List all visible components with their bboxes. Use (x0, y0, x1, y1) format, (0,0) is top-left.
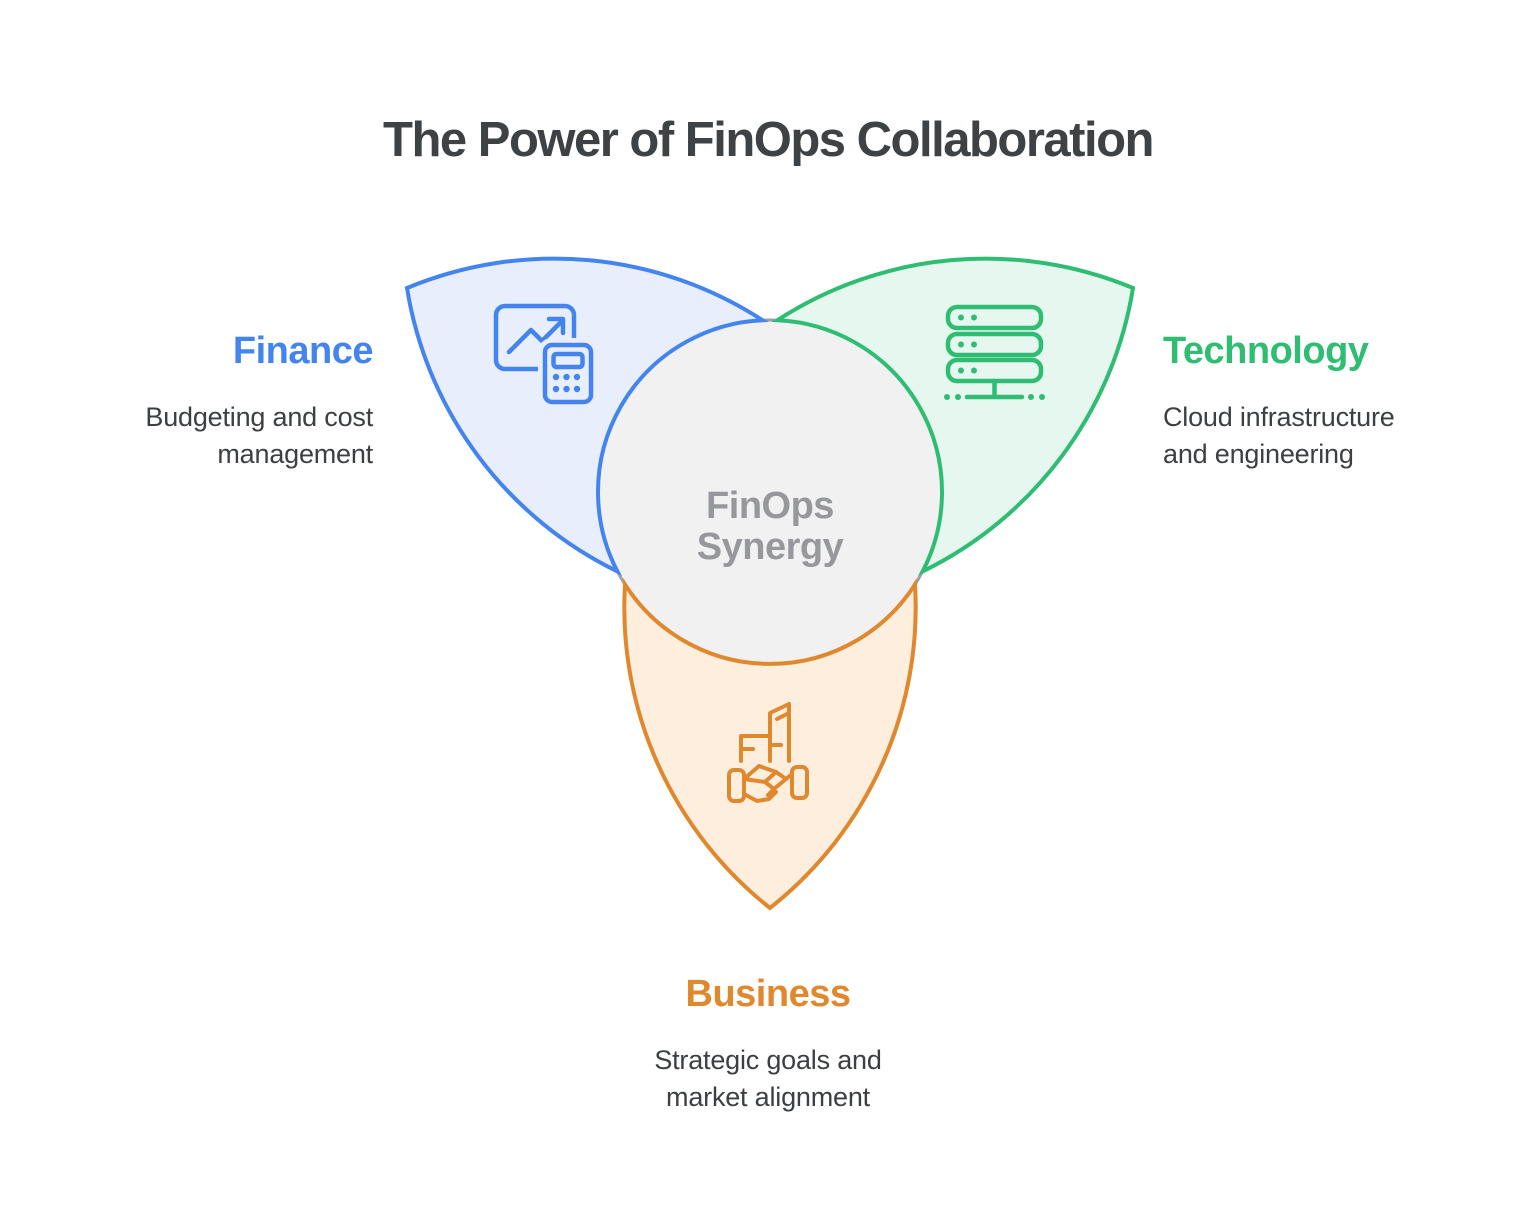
chart-calculator-icon (493, 303, 598, 409)
server-unit (945, 304, 1044, 331)
page-title: The Power of FinOps Collaboration (383, 113, 1154, 167)
center-label-line: FinOps (706, 485, 834, 527)
description-line: and engineering (1163, 439, 1354, 469)
description-line: Strategic goals and (654, 1045, 882, 1075)
description-line: management (217, 439, 373, 469)
center-synergy-label: FinOps Synergy (696, 485, 844, 568)
buildings (739, 702, 791, 763)
chart-board (493, 303, 577, 372)
trend-line (506, 318, 565, 355)
technology-label-block: Technology Cloud infrastructure and engi… (1163, 331, 1395, 473)
server-unit (945, 331, 1044, 358)
business-label: Business (685, 973, 851, 1015)
description-line: market alignment (666, 1082, 870, 1112)
business-label-block: Business Strategic goals and market alig… (0, 974, 1536, 1116)
technology-petal (771, 256, 1136, 576)
buildings-handshake-icon (727, 702, 809, 803)
finance-label: Finance (232, 330, 374, 372)
server-stand (964, 378, 1025, 400)
server-leds (944, 314, 1045, 400)
finance-description: Budgeting and cost management (145, 399, 373, 473)
handshake (727, 764, 809, 803)
finance-label-block: Finance Budgeting and cost management (145, 331, 373, 473)
trend-arrowhead (546, 316, 566, 336)
center-label-line: Synergy (696, 526, 844, 568)
description-line: Budgeting and cost (145, 402, 373, 432)
technology-label: Technology (1163, 330, 1369, 372)
business-description: Strategic goals and market alignment (0, 1042, 1536, 1116)
description-line: Cloud infrastructure (1163, 402, 1395, 432)
calculator-display (551, 351, 585, 370)
technology-description: Cloud infrastructure and engineering (1163, 399, 1395, 473)
server-stack-icon (944, 304, 1045, 400)
calculator-keys (552, 373, 581, 393)
